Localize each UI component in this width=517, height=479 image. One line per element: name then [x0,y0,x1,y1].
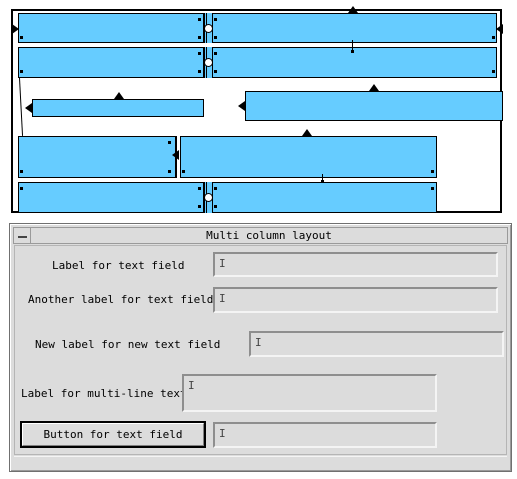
diagram-cell-r5-left [18,182,204,213]
diagram-cell-r4-right [180,136,437,178]
anchor-ring-icon [204,24,213,33]
label-another-text-field: Another label for text field [28,293,214,306]
anchor-dot [351,50,354,53]
anchor-dot [214,70,217,73]
label-text-field: Label for text field [52,259,185,272]
diagram-divider [176,136,177,178]
dialog-window: Multi column layout Label for text field… [9,223,512,472]
text-field-5[interactable]: I [213,422,437,448]
anchor-dot [182,170,185,173]
anchor-right-icon [12,24,19,34]
window-title: Multi column layout [206,229,332,242]
text-cursor-icon: I [219,292,226,305]
diagram-cell-r3-left [32,99,204,117]
diagram-cell-r1-right [212,13,497,43]
anchor-dot [321,180,324,183]
text-field-1[interactable]: I [213,252,498,277]
anchor-dot [198,70,201,73]
text-cursor-icon: I [255,336,262,349]
anchor-dot [168,141,171,144]
diagram-cell-r5-right [212,182,437,213]
anchor-dot [214,36,217,39]
anchor-dot [214,18,217,21]
anchor-up-icon [348,6,358,13]
anchor-dot [20,170,23,173]
diagram-cell-r4-left [18,136,176,178]
anchor-dot [214,52,217,55]
anchor-line [352,40,353,52]
anchor-left-icon [25,103,32,113]
diagram-cell-r2-left [18,47,204,78]
anchor-dot [492,36,495,39]
anchor-dot [198,18,201,21]
text-cursor-icon: I [188,379,195,392]
text-field-3[interactable]: I [249,331,504,357]
anchor-up-icon [302,129,312,136]
anchor-dot [20,187,23,190]
anchor-up-icon [114,92,124,99]
anchor-left-icon [238,101,245,111]
label-new-text-field: New label for new text field [35,338,221,351]
anchor-ring-icon [204,58,213,67]
title-bar[interactable]: Multi column layout [13,227,508,244]
multi-line-text-area[interactable]: I [182,374,437,412]
anchor-dot [492,70,495,73]
anchor-dot [214,187,217,190]
anchor-dot [214,205,217,208]
diagram-cell-r1-left [18,13,204,43]
anchor-dot [20,70,23,73]
form-panel: Label for text field I Another label for… [14,245,507,455]
label-multi-line-text: Label for multi-line text [21,387,187,400]
window-footer [14,456,507,468]
anchor-ring-icon [204,193,213,202]
button-for-text-field[interactable]: Button for text field [20,421,206,448]
anchor-dot [431,170,434,173]
text-field-2[interactable]: I [213,287,498,313]
diagram-cell-r2-right [212,47,497,78]
anchor-dot [168,170,171,173]
anchor-dot [431,187,434,190]
anchor-left-icon [496,24,503,34]
anchor-dot [20,36,23,39]
diagram-cell-r3-right [245,91,503,121]
text-cursor-icon: I [219,427,226,440]
text-cursor-icon: I [219,257,226,270]
window-menu-icon[interactable] [14,228,31,243]
anchor-dot [198,187,201,190]
anchor-dot [198,205,201,208]
anchor-dot [198,52,201,55]
anchor-up-icon [369,84,379,91]
anchor-dot [198,36,201,39]
layout-diagram [0,0,517,214]
anchor-left-icon [172,150,179,160]
